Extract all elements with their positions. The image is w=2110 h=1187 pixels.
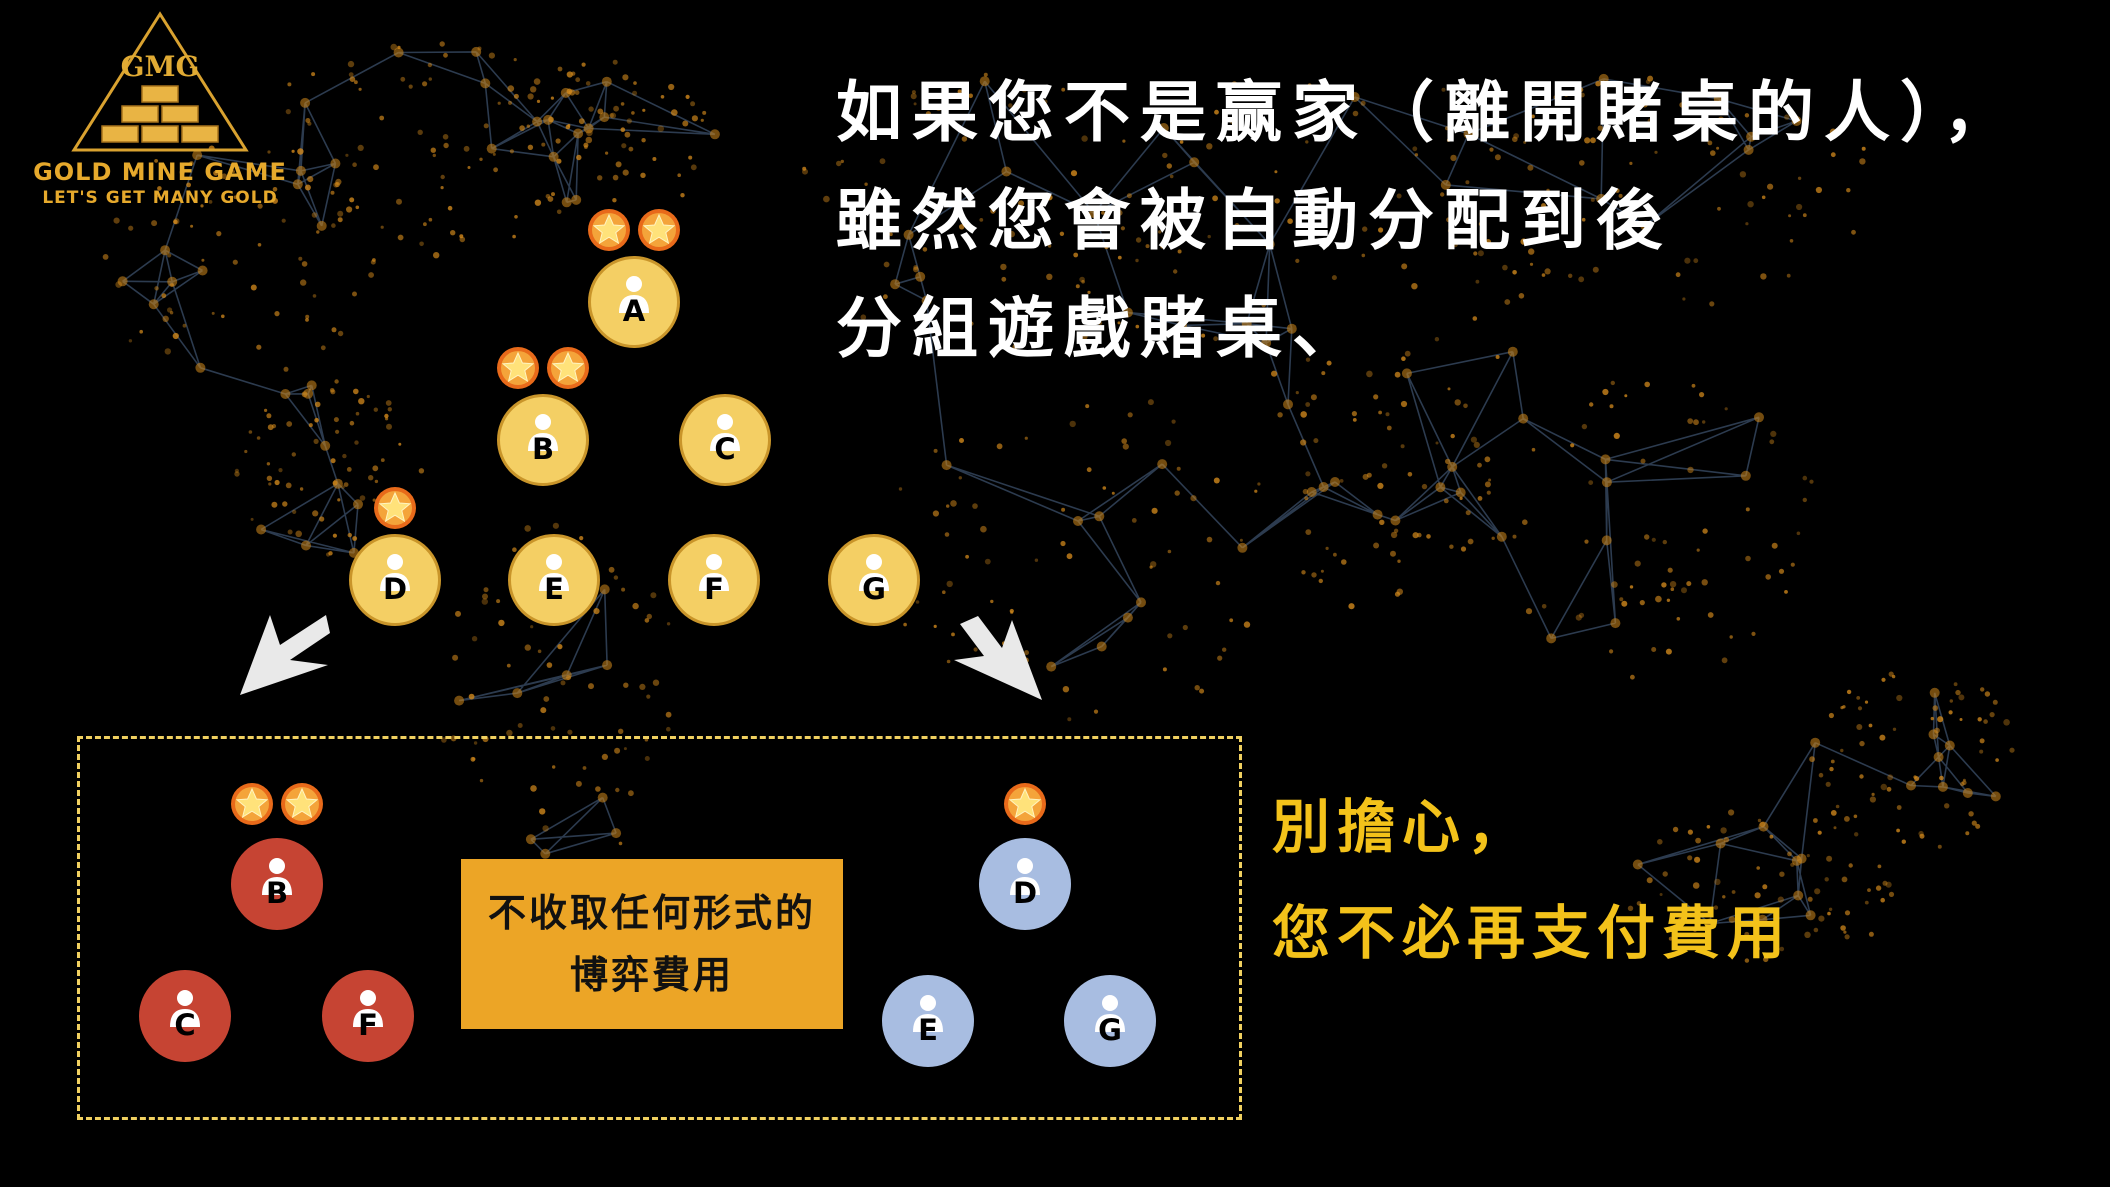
person-icon — [262, 857, 292, 895]
gold-star-coin-icon — [280, 782, 324, 826]
person-icon — [539, 553, 569, 591]
player-b: B — [497, 394, 589, 486]
player-c: C — [679, 394, 771, 486]
person-icon — [1095, 994, 1125, 1032]
gold-mine-game-logo: GMG GOLD MINE GAME LET'S GET MANY GOLD — [30, 10, 290, 210]
gold-star-coin-icon — [373, 486, 417, 530]
person-icon — [913, 994, 943, 1032]
player-g: G — [1064, 975, 1156, 1067]
player-label: A — [622, 293, 646, 328]
right-down-arrow-icon — [954, 616, 1042, 700]
person-icon — [859, 553, 889, 591]
player-label: F — [704, 571, 724, 606]
person-icon — [1010, 857, 1040, 895]
person-icon — [699, 553, 729, 591]
network-lines — [122, 51, 1997, 925]
gold-star-coin-icon — [546, 346, 590, 390]
player-label: B — [265, 875, 289, 910]
logo-monogram: GMG — [121, 50, 200, 83]
player-d: D — [349, 534, 441, 626]
gold-star-coin-icon — [637, 208, 681, 252]
player-label: F — [358, 1007, 378, 1042]
player-e: E — [508, 534, 600, 626]
reassure-line-1: 別擔心， — [1272, 793, 1533, 861]
logo-tagline: LET'S GET MANY GOLD — [42, 188, 278, 208]
person-icon — [710, 413, 740, 451]
player-label: E — [918, 1012, 938, 1047]
player-f: F — [322, 970, 414, 1062]
logo-name: GOLD MINE GAME — [33, 158, 287, 186]
gold-star-coin-icon — [1003, 782, 1047, 826]
headline-line-1: 如果您不是赢家（離開賭桌的人）， — [836, 74, 2019, 151]
player-label: E — [544, 571, 564, 606]
player-label: B — [531, 431, 555, 466]
fee-notice-line-2: 博弈費用 — [569, 953, 734, 997]
player-g: G — [828, 534, 920, 626]
subgroup-tables-frame — [77, 736, 1242, 1120]
gold-pyramid-icon: GMG — [71, 11, 249, 152]
player-label: C — [174, 1007, 196, 1042]
headline-line-3: 分組遊戲賭桌、 — [836, 290, 1368, 367]
fee-notice-box: 不收取任何形式的 博弈費用 — [461, 859, 843, 1029]
player-c: C — [139, 970, 231, 1062]
person-icon — [619, 275, 649, 313]
gold-star-coin-icon — [230, 782, 274, 826]
fee-notice-line-1: 不收取任何形式的 — [487, 891, 816, 935]
player-b: B — [231, 838, 323, 930]
network-dots — [102, 41, 2015, 963]
player-a: A — [588, 256, 680, 348]
player-label: C — [714, 431, 736, 466]
person-icon — [528, 413, 558, 451]
person-icon — [170, 989, 200, 1027]
person-icon — [380, 553, 410, 591]
player-label: G — [1098, 1012, 1122, 1047]
left-down-arrow-icon — [240, 615, 330, 695]
player-d: D — [979, 838, 1071, 930]
gold-star-coin-icon — [496, 346, 540, 390]
gold-star-coin-icon — [587, 208, 631, 252]
headline-line-2: 雖然您會被自動分配到後 — [836, 182, 1672, 259]
reassure-line-2: 您不必再支付費用 — [1272, 899, 1793, 967]
player-label: D — [1012, 875, 1038, 910]
player-f: F — [668, 534, 760, 626]
player-label: D — [382, 571, 408, 606]
person-icon — [353, 989, 383, 1027]
player-e: E — [882, 975, 974, 1067]
player-label: G — [862, 571, 886, 606]
